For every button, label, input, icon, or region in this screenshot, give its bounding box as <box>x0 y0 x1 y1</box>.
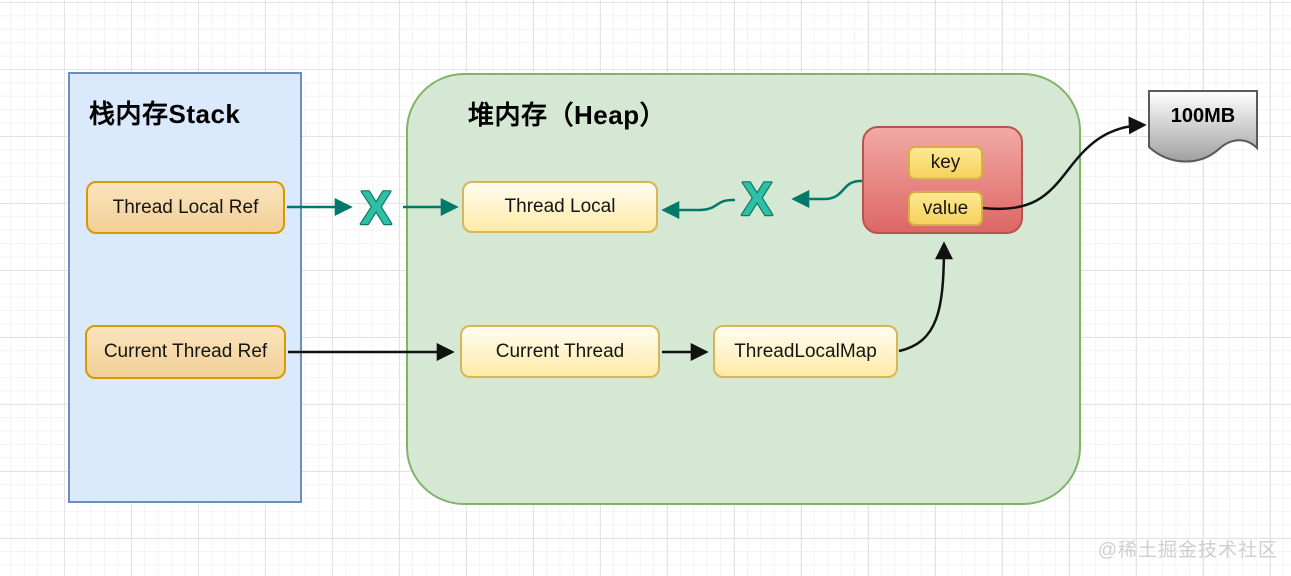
current-thread-label: Current Thread <box>495 340 625 362</box>
stack-memory-region: 栈内存Stack <box>68 72 302 503</box>
entry-key-cell: key <box>908 146 983 180</box>
entry-key-label: key <box>930 152 961 173</box>
current-thread-ref-node: Current Thread Ref <box>85 325 286 379</box>
heap-region-title: 堆内存（Heap） <box>468 100 667 130</box>
thread-local-ref-node: Thread Local Ref <box>86 181 285 234</box>
thread-local-map-label: ThreadLocalMap <box>734 340 877 362</box>
entry-value-cell: value <box>908 191 983 226</box>
thread-local-node: Thread Local <box>462 181 658 233</box>
thread-local-label: Thread Local <box>504 196 616 217</box>
map-entry-node: key value <box>862 126 1023 234</box>
current-thread-node: Current Thread <box>460 325 660 378</box>
entry-value-label: value <box>922 197 969 219</box>
broken-reference-x-left: X <box>360 181 391 234</box>
thread-local-ref-label: Thread Local Ref <box>112 196 259 218</box>
thread-local-map-node: ThreadLocalMap <box>713 325 898 378</box>
current-thread-ref-label: Current Thread Ref <box>103 341 268 362</box>
memory-size-label: 100MB <box>1170 105 1236 127</box>
watermark: @稀土掘金技术社区 <box>1097 540 1278 561</box>
stack-region-title: 栈内存Stack <box>89 99 241 129</box>
